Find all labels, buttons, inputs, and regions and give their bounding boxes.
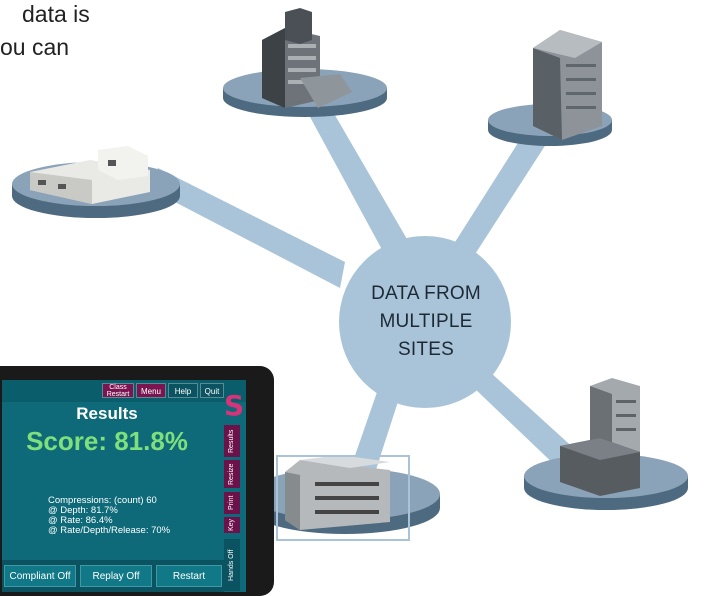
- building-top-center-icon: [262, 8, 352, 108]
- stat-line: @ Depth: 81.7%: [48, 505, 118, 516]
- results-stats: Compressions: (count) 60 @ Depth: 81.7% …: [48, 496, 170, 536]
- intro-text-line-2: ou can: [0, 34, 70, 60]
- tab-resize[interactable]: Resize: [224, 460, 240, 488]
- help-button[interactable]: Help: [168, 383, 198, 398]
- quit-button[interactable]: Quit: [200, 383, 224, 398]
- spoke-top-right: [450, 124, 550, 262]
- tab-results[interactable]: Results: [224, 425, 240, 457]
- compliant-off-button[interactable]: Compliant Off: [4, 565, 76, 587]
- intro-text-line-1: data is: [22, 1, 90, 27]
- spoke-left: [152, 168, 345, 288]
- results-title: Results: [76, 404, 138, 423]
- multi-site-diagram: [12, 8, 688, 541]
- menu-button[interactable]: Menu: [136, 383, 166, 398]
- building-bottom-right-icon: [560, 378, 640, 496]
- tab-hands-off[interactable]: Hands Off: [224, 539, 240, 591]
- stat-line: @ Rate/Depth/Release: 70%: [48, 525, 171, 536]
- tablet-device: Class Restart Menu Help Quit S Results S…: [0, 366, 274, 596]
- spoke-bottom-right: [472, 372, 578, 470]
- stat-line: @ Rate: 86.4%: [48, 515, 113, 526]
- building-left-icon: [30, 146, 150, 204]
- score-value: Score: 81.8%: [26, 426, 188, 456]
- app-logo-icon: S: [224, 389, 245, 422]
- tablet-bottom-bar: Compliant Off Replay Off Restart: [2, 560, 224, 592]
- spoke-top-center: [303, 98, 418, 268]
- stat-line: Compressions: (count) 60: [48, 495, 157, 506]
- tab-print[interactable]: Print: [224, 492, 240, 514]
- building-top-right-icon: [533, 30, 602, 140]
- tablet-screen: Class Restart Menu Help Quit S Results S…: [2, 380, 246, 592]
- building-bottom-center-icon: [276, 455, 410, 541]
- replay-off-button[interactable]: Replay Off: [80, 565, 152, 587]
- class-restart-button[interactable]: Class Restart: [102, 383, 134, 398]
- tablet-top-bar: Class Restart Menu Help Quit: [2, 380, 246, 402]
- hub-circle: [339, 236, 511, 408]
- spokes: [152, 98, 578, 482]
- tab-key[interactable]: Key: [224, 517, 240, 533]
- restart-button[interactable]: Restart: [156, 565, 222, 587]
